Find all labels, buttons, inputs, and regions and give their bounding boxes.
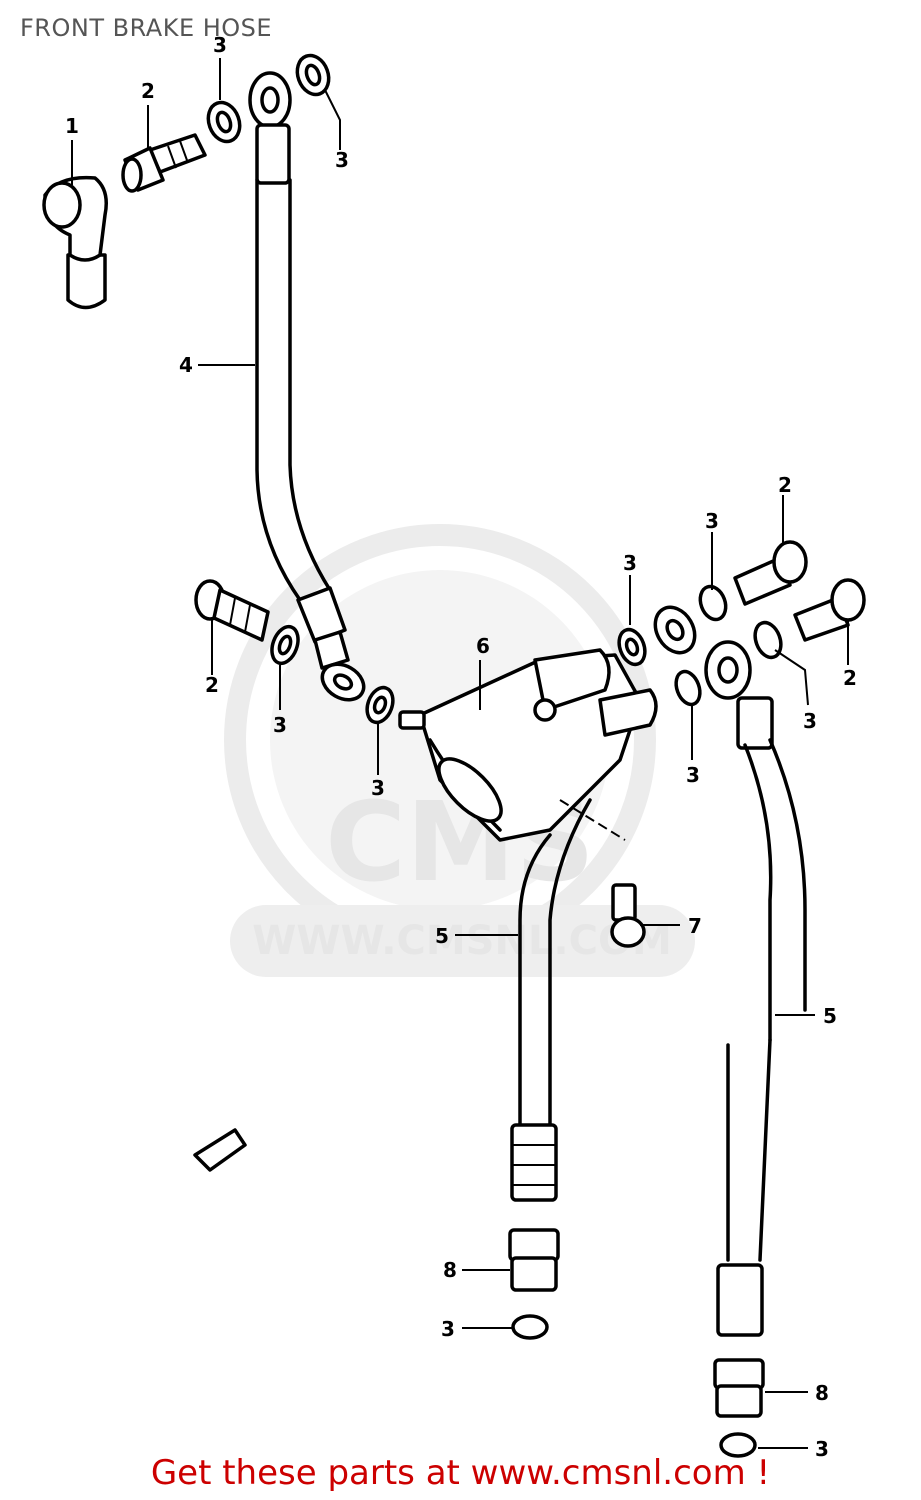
part-2-bolt-right-top: [733, 540, 808, 606]
watermark-url: WWW.CMSNL.COM: [252, 918, 672, 964]
washer-3b: [295, 53, 331, 97]
part-5-right-lower-hose: [704, 640, 807, 1337]
leader-lines: [71, 58, 849, 1449]
callout-3: 3: [335, 148, 349, 172]
washer-3f: [674, 669, 702, 707]
direction-arrow-icon: [193, 1128, 247, 1172]
callout-2: 2: [141, 79, 155, 103]
callout-2: 2: [843, 666, 857, 690]
washer-3d: [365, 685, 395, 725]
washer-3j: [511, 1314, 549, 1340]
washer-3k: [719, 1432, 757, 1458]
diagram-title: FRONT BRAKE HOSE: [20, 14, 273, 42]
washer-3g: [698, 584, 728, 622]
callout-5: 5: [823, 1004, 837, 1028]
part-1-cap: [42, 175, 108, 310]
part-7-bolt: [559, 799, 646, 948]
part-6-hose-joint: [398, 648, 658, 842]
callout-3: 3: [273, 713, 287, 737]
callout-2: 2: [205, 673, 219, 697]
callout-4: 4: [179, 353, 193, 377]
callout-6: 6: [476, 634, 490, 658]
part-4-upper-hose: [248, 71, 366, 702]
part-5-left-lower-hose: [510, 798, 592, 1202]
callout-8: 8: [815, 1381, 829, 1405]
washer-3e: [617, 605, 697, 667]
callout-3: 3: [803, 709, 817, 733]
washer-3c: [270, 624, 300, 666]
footer-promo-text: Get these parts at www.cmsnl.com !: [150, 1453, 771, 1493]
callout-5: 5: [435, 924, 449, 948]
callout-3: 3: [213, 33, 227, 57]
callout-3: 3: [686, 763, 700, 787]
washer-3a: [206, 100, 242, 144]
part-2-bolt-top: [121, 133, 207, 193]
callout-3: 3: [815, 1437, 829, 1461]
part-2-bolt-left: [194, 579, 270, 642]
part-2-bolt-right: [793, 578, 866, 642]
callout-3: 3: [371, 776, 385, 800]
callout-1: 1: [65, 114, 79, 138]
callout-3: 3: [441, 1317, 455, 1341]
callout-7: 7: [688, 914, 702, 938]
callout-labels: 1 2 3 3 4 2 3 3 6 3 3 2 3 2 3 3 5 7 5 8 …: [65, 33, 857, 1461]
callout-2: 2: [778, 473, 792, 497]
callout-8: 8: [443, 1258, 457, 1282]
part-8-left-fitting: [508, 1228, 560, 1292]
part-8-right-fitting: [713, 1358, 765, 1418]
callout-3: 3: [623, 551, 637, 575]
washer-3h: [753, 620, 783, 660]
callout-3: 3: [705, 509, 719, 533]
